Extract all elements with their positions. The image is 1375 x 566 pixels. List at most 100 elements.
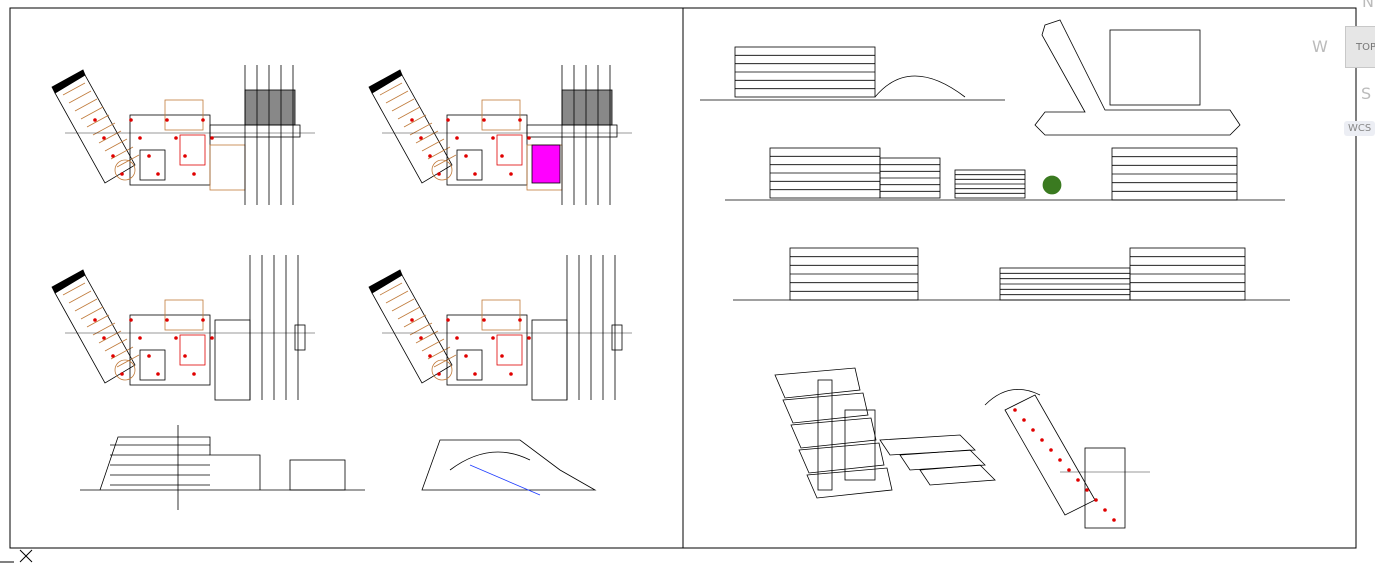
furniture-row bbox=[391, 98, 415, 112]
viewcube-south-label[interactable]: S bbox=[1361, 84, 1372, 103]
grip-point bbox=[165, 318, 169, 322]
grip-point bbox=[527, 336, 531, 340]
grip-point bbox=[1067, 468, 1071, 472]
stair bbox=[496, 134, 523, 166]
furniture-row bbox=[379, 282, 403, 296]
grip-point bbox=[192, 172, 196, 176]
furniture-row bbox=[421, 338, 445, 352]
roof-hatch bbox=[368, 269, 403, 294]
elevation-3c bbox=[1129, 247, 1246, 301]
grip-point bbox=[138, 336, 142, 340]
hall bbox=[164, 299, 204, 331]
furniture-row bbox=[403, 314, 427, 328]
viewcube-north-label[interactable]: N bbox=[1362, 0, 1374, 11]
grip-point bbox=[1040, 438, 1044, 442]
grip-point bbox=[1058, 458, 1062, 462]
furniture-row bbox=[427, 346, 451, 360]
floor-plan bbox=[368, 65, 632, 205]
elevation-2b bbox=[879, 157, 941, 199]
grip-point bbox=[527, 136, 531, 140]
stub bbox=[294, 324, 306, 351]
roof-hatch bbox=[368, 69, 403, 94]
grip-point bbox=[111, 354, 115, 358]
grip-point bbox=[93, 318, 97, 322]
highlighted-room bbox=[531, 144, 561, 184]
wcs-menu-button[interactable]: WCS bbox=[1344, 121, 1375, 136]
axon-floor bbox=[899, 449, 986, 471]
stair bbox=[179, 334, 206, 366]
grip-point bbox=[518, 118, 522, 122]
grip-point bbox=[147, 154, 151, 158]
furniture-row bbox=[433, 354, 457, 368]
grip-point bbox=[1013, 408, 1017, 412]
grip-point bbox=[156, 172, 160, 176]
furniture-row bbox=[68, 90, 92, 104]
viewcube-west-label[interactable]: W bbox=[1312, 37, 1328, 56]
sheet-frame-left bbox=[9, 7, 684, 549]
axon-floor bbox=[879, 434, 976, 456]
grip-point bbox=[201, 118, 205, 122]
core bbox=[456, 149, 483, 181]
corridor bbox=[209, 124, 301, 138]
furniture-row bbox=[74, 298, 98, 312]
auditorium bbox=[244, 89, 296, 126]
furniture-row bbox=[68, 290, 92, 304]
furniture-row bbox=[104, 138, 128, 152]
grip-point bbox=[111, 154, 115, 158]
axon-floor bbox=[774, 367, 861, 399]
rotated-wing bbox=[1004, 394, 1096, 516]
grip-point bbox=[464, 154, 468, 158]
furniture-row bbox=[62, 282, 86, 296]
furniture-row bbox=[92, 322, 116, 336]
elevation-3 bbox=[789, 247, 919, 301]
furniture-row bbox=[433, 154, 457, 168]
grip-point bbox=[165, 118, 169, 122]
grip-point bbox=[500, 354, 504, 358]
floor-plan bbox=[51, 65, 315, 205]
grip-point bbox=[1094, 498, 1098, 502]
grip-point bbox=[419, 336, 423, 340]
round-table bbox=[431, 359, 453, 381]
floor-plan bbox=[51, 255, 315, 401]
grip-point bbox=[518, 318, 522, 322]
furniture-row bbox=[62, 82, 86, 96]
furniture-row bbox=[86, 314, 110, 328]
furniture-row bbox=[110, 346, 134, 360]
grip-point bbox=[174, 336, 178, 340]
room bbox=[209, 144, 246, 191]
grip-point bbox=[1022, 418, 1026, 422]
grip-point bbox=[482, 318, 486, 322]
curved-roof bbox=[874, 75, 966, 98]
round-table bbox=[114, 159, 136, 181]
grip-point bbox=[1103, 508, 1107, 512]
elevation-3b bbox=[999, 267, 1131, 301]
roof-hatch bbox=[51, 269, 86, 294]
auditorium bbox=[561, 89, 613, 126]
core bbox=[139, 349, 166, 381]
furniture-row bbox=[385, 90, 409, 104]
furniture-row bbox=[421, 138, 445, 152]
round-table bbox=[431, 159, 453, 181]
furniture-row bbox=[116, 154, 140, 168]
elevation-left bbox=[80, 425, 597, 510]
grip-point bbox=[102, 136, 106, 140]
furniture-row bbox=[80, 106, 104, 120]
grip-point bbox=[183, 154, 187, 158]
hall bbox=[481, 99, 521, 131]
viewcube-top-face[interactable]: TOP bbox=[1345, 26, 1375, 68]
grip-point bbox=[174, 136, 178, 140]
grip-point bbox=[147, 354, 151, 358]
hall bbox=[164, 99, 204, 131]
roof-hatch bbox=[51, 69, 86, 94]
furniture-row bbox=[74, 98, 98, 112]
annex bbox=[289, 459, 346, 491]
axon-floor bbox=[790, 417, 877, 449]
furniture-row bbox=[86, 114, 110, 128]
roof-arc bbox=[449, 451, 531, 471]
site-road bbox=[1034, 19, 1241, 136]
grip-point bbox=[419, 136, 423, 140]
roof-arc bbox=[984, 389, 1041, 406]
stub bbox=[611, 324, 623, 351]
grip-point bbox=[183, 354, 187, 358]
